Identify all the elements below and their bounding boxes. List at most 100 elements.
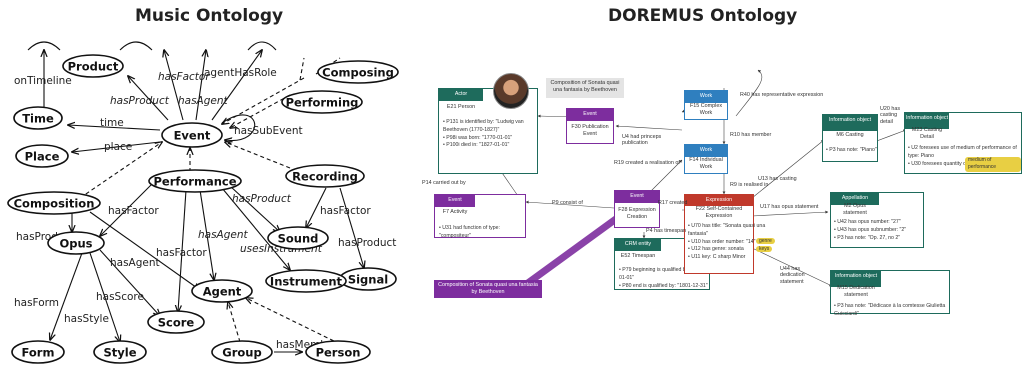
edge-place (72, 141, 161, 152)
activity-prop: U31 had function of type: "compositeur" (439, 225, 525, 241)
rel-u17: U17 has opus statement (760, 204, 819, 210)
mop-tag: medium of performance (965, 157, 1021, 172)
actor-card[interactable]: Actor E21 Person P131 is identified by: … (438, 73, 538, 174)
creation-header: Event (615, 191, 659, 203)
node-place (15, 144, 69, 168)
node-agent (191, 279, 253, 303)
rel-u44: U44 has dedication statement (780, 266, 805, 285)
edge-performance-instrument (221, 187, 290, 270)
node-event (161, 122, 223, 148)
expression-prop: U12 has genre: sonata (688, 246, 778, 254)
node-form (11, 340, 65, 364)
casting-prop: P3 has note: "Piano" (826, 147, 878, 155)
rel-u4: U4 had princeps publication (622, 134, 662, 147)
node-person (305, 340, 371, 364)
opus-prop: U42 has opus number: "27" (834, 219, 924, 227)
work-header: Work (685, 91, 727, 103)
node-event-label: Event (174, 129, 211, 143)
rel-p9: P9 consist of (552, 200, 583, 206)
rel-p14: P14 carried out by (422, 180, 466, 186)
activity-body: F7 Activity (442, 208, 468, 215)
opus-header: Appellation (831, 193, 879, 205)
edge-performance-score (178, 189, 187, 312)
edge-group-agent (228, 302, 241, 343)
node-opus (47, 231, 105, 255)
casting-detail-prop: U30 foresees quantity of mop : 1 (908, 161, 1020, 169)
edge-hasform (50, 252, 83, 340)
expression-prop: U70 has title: "Sonata quasi una fantasi… (688, 223, 778, 239)
node-signal-label: Signal (348, 273, 388, 287)
individual-work-card[interactable]: Work F14 Individual Work (684, 144, 728, 174)
casting-detail-body: M23 Casting Detail (911, 127, 943, 140)
rel-p4: P4 has timespan (646, 228, 687, 234)
lbl-hasproduct-top: hasProduct (110, 95, 170, 107)
top-arc-2 (119, 41, 153, 51)
edge-hasagent-top (195, 50, 206, 121)
node-score (147, 310, 205, 334)
complex-work-card[interactable]: Work F15 Complex Work (684, 90, 728, 120)
actor-header: Actor (439, 89, 483, 101)
rel-r17: R17 created (658, 200, 688, 206)
callout-top: Composition of Sonata quasi una fantasia… (546, 78, 624, 98)
expression-card[interactable]: Expression F22 Self-Contained Expression… (684, 194, 765, 274)
actor-prop: P100i died in: "1827-01-01" (443, 142, 537, 150)
pub-event-header: Event (567, 109, 613, 121)
dedication-card[interactable]: Information object M15 Dedication statem… (830, 270, 950, 317)
expression-prop: U10 has order number: "14" (688, 239, 778, 247)
casting-card[interactable]: Information object M6 Casting P3 has not… (822, 114, 878, 162)
node-composition-label: Composition (14, 197, 95, 211)
pub-event-body: F30 Publication Event (571, 124, 609, 137)
lbl-hasfactor-mid: hasFactor (108, 205, 159, 217)
node-opus-label: Opus (59, 237, 92, 251)
edge-recording-signal (339, 187, 364, 268)
top-arc-3 (247, 41, 277, 51)
activity-card[interactable]: Event F7 Activity U31 had function of ty… (434, 194, 526, 241)
lbl-recording-hasproduct: hasProduct (338, 237, 396, 249)
edge-composition-event (79, 142, 162, 199)
casting-header: Information object (823, 115, 877, 131)
edge-composing-extra (299, 57, 305, 81)
creation-body: F28 Expression Creation (618, 207, 656, 220)
top-arc-1 (27, 41, 61, 51)
music-ontology-title: Music Ontology (135, 6, 284, 26)
doremus-ontology-title: DOREMUS Ontology (608, 6, 798, 26)
node-performing-label: Performing (286, 96, 359, 110)
actor-prop: P98i was born: "1770-01-01" (443, 135, 537, 143)
node-person-label: Person (316, 346, 361, 360)
edge-hasproduct-product (128, 76, 169, 121)
timespan-prop: P79 beginning is qualified by: "1801-01-… (619, 267, 709, 283)
lbl-place: place (104, 141, 132, 153)
dedication-header: Information object (831, 271, 881, 287)
casting-detail-card[interactable]: Information object M23 Casting Detail U2… (904, 112, 1022, 174)
node-time (13, 106, 63, 130)
genre-tag: genre (756, 238, 775, 244)
node-performing (281, 90, 363, 114)
lbl-hasproduct-perf: hasProduct (232, 193, 292, 205)
activity-header: Event (435, 195, 475, 207)
rel-r19: R19 created a realisation of (614, 160, 680, 166)
opus-body: M2 Opus statement (843, 203, 867, 216)
dedication-props: P3 has note: "Dédicace à la comtesse Giu… (834, 303, 950, 319)
expression-header: Expression (685, 195, 753, 206)
publication-event-card[interactable]: Event F30 Publication Event (566, 108, 614, 144)
callout-bottom: Composition of Sonata quasi una fantasia… (434, 280, 542, 298)
expression-body: F22 Self-Contained Expression (695, 206, 743, 219)
node-composing (317, 60, 399, 84)
rel-r40: R40 has representative expression (740, 92, 824, 98)
edge-time (68, 125, 161, 131)
node-form-label: Form (22, 346, 55, 360)
lbl-hassubevent: hasSubEvent (234, 125, 303, 137)
node-recording (285, 164, 365, 188)
node-product-label: Product (68, 60, 119, 74)
opus-statement-card[interactable]: Appellation M2 Opus statement U42 has op… (830, 192, 924, 248)
creation-card[interactable]: Event F28 Expression Creation (614, 190, 660, 228)
node-composition (7, 191, 101, 215)
casting-body: M6 Casting (836, 131, 864, 138)
expression-prop: U11 key: C sharp Minor (688, 254, 778, 262)
doremus-panel: Composition of Sonata quasi una fantasia… (418, 48, 1024, 328)
lbl-hasform: hasForm (14, 297, 59, 309)
node-sound-label: Sound (278, 232, 319, 246)
node-sound (267, 226, 329, 250)
lbl-hasagent-top: hasAgent (178, 95, 229, 107)
node-style (93, 340, 147, 364)
